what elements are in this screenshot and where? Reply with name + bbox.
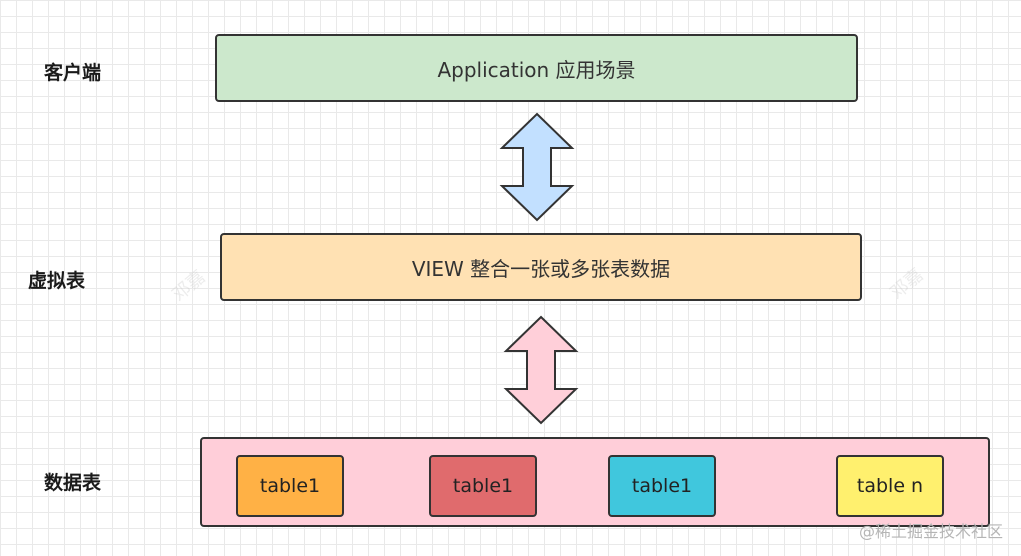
table-box-label: table1 <box>259 475 321 497</box>
application-box-label: Application 应用场景 <box>437 57 636 82</box>
table-box: table1 <box>236 455 344 517</box>
table-box-label: table n <box>856 475 924 497</box>
watermark: 邓嘉 <box>886 264 928 304</box>
table-box: table1 <box>608 455 716 517</box>
table-box-label: table1 <box>452 475 514 497</box>
credit-text: @稀土掘金技术社区 <box>858 522 1003 541</box>
view-box-label: VIEW 整合一张或多张表数据 <box>411 256 671 281</box>
label-client: 客户端 <box>44 62 102 84</box>
double-arrow-icon <box>503 315 579 425</box>
application-box: Application 应用场景 <box>215 34 858 102</box>
table-box: table n <box>836 455 944 517</box>
table-box-label: table1 <box>631 475 693 497</box>
label-data-table: 数据表 <box>44 472 102 494</box>
view-box: VIEW 整合一张或多张表数据 <box>220 233 862 301</box>
table-box: table1 <box>429 455 537 517</box>
double-arrow-icon <box>499 112 575 222</box>
watermark: 邓嘉 <box>168 266 210 306</box>
label-virtual-table: 虚拟表 <box>28 270 86 292</box>
